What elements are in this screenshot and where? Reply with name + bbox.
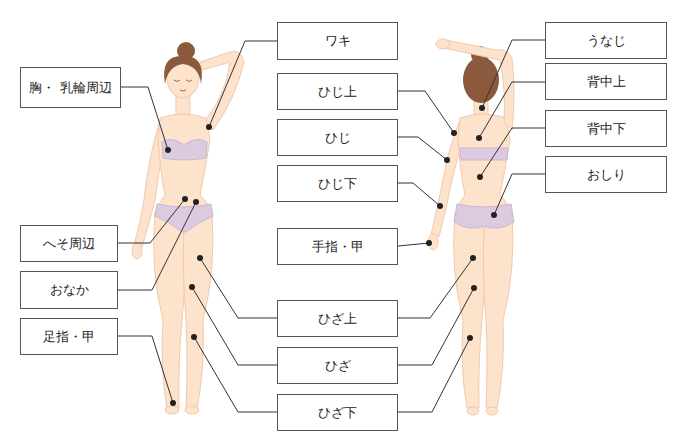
hand [132,243,142,259]
dot [477,174,483,180]
torso [455,114,512,215]
label-text: おしり [581,166,632,184]
bra [162,140,207,160]
label-text: 胸・ 乳輪周辺 [23,79,117,97]
dot [437,203,443,209]
leader-line [118,336,173,403]
label-box: ひざ上 [277,300,398,337]
hair [164,56,202,84]
hair-bun [177,42,195,60]
label-box: おなか [20,271,118,309]
bra-strap [460,148,508,160]
raised-arm [444,40,514,130]
label-box: ひじ下 [277,165,398,202]
label-box: へそ周辺 [20,225,118,262]
dot [479,105,485,111]
dot [476,135,482,141]
label-box: 胸・ 乳輪周辺 [20,67,121,108]
leader-line [398,183,440,206]
foot [165,406,179,414]
label-box: 手指・甲 [277,228,398,265]
label-box: ひざ [277,347,398,384]
dot [451,130,457,136]
left-leg [154,212,186,408]
leader-line [398,258,473,318]
foot [467,407,479,415]
dot [193,199,199,205]
label-text: 背中上 [581,73,632,91]
foot [185,406,199,414]
label-box: おしり [545,156,667,193]
leader-line [482,40,545,108]
label-box: うなじ [545,22,667,59]
label-text: 足指・甲 [37,328,101,346]
label-text: ひじ下 [312,175,363,193]
right-leg [183,212,213,408]
label-box: 背中下 [545,110,667,147]
leader-line [192,287,277,365]
dot [182,196,188,202]
label-text: ひざ下 [312,404,363,422]
dot [206,124,212,130]
underwear [454,204,514,228]
leader-line [118,199,185,243]
leader-line [194,337,277,412]
label-text: ひざ [319,357,357,375]
leader-line [494,174,545,215]
label-box: 背中上 [545,63,667,100]
label-text: ひじ [319,129,357,147]
leader-line [209,41,277,127]
raised-arm [200,51,244,130]
face [174,80,192,91]
leader-line [480,128,545,177]
underwear [155,204,213,232]
leader-line [118,87,168,150]
dot [165,147,171,153]
dot [470,255,476,261]
dot [170,400,176,406]
dot [444,157,450,163]
label-text: おなか [44,281,95,299]
leader-lines [118,40,545,412]
label-box: 足指・甲 [20,318,118,355]
label-box: ひざ下 [277,394,398,431]
leader-line [479,82,545,138]
left-leg [454,212,486,408]
label-text: うなじ [581,32,632,50]
dot [467,335,473,341]
label-box: ひじ [277,119,398,156]
dot [426,240,432,246]
torso [155,114,212,215]
hand [436,39,450,49]
label-text: ひじ上 [312,83,363,101]
leader-line [398,137,447,160]
leader-line [200,258,277,318]
foot [486,407,498,415]
label-box: ひじ上 [277,73,398,110]
label-text: 手指・甲 [306,238,370,256]
label-text: ひざ上 [312,310,363,328]
dot [191,334,197,340]
leader-line [398,338,470,412]
label-text: 背中下 [581,120,632,138]
leader-line [118,202,196,290]
dot [197,255,203,261]
leader-dots [165,105,497,406]
dot [189,284,195,290]
right-leg [483,212,513,408]
front-figure [132,51,244,414]
dot [491,212,497,218]
back-figure [428,92,513,415]
dot [471,285,477,291]
label-text: へそ周辺 [37,235,101,253]
leader-line [398,243,429,246]
label-box: ワキ [277,22,398,60]
leader-line [398,91,454,133]
label-text: ワキ [319,32,357,50]
